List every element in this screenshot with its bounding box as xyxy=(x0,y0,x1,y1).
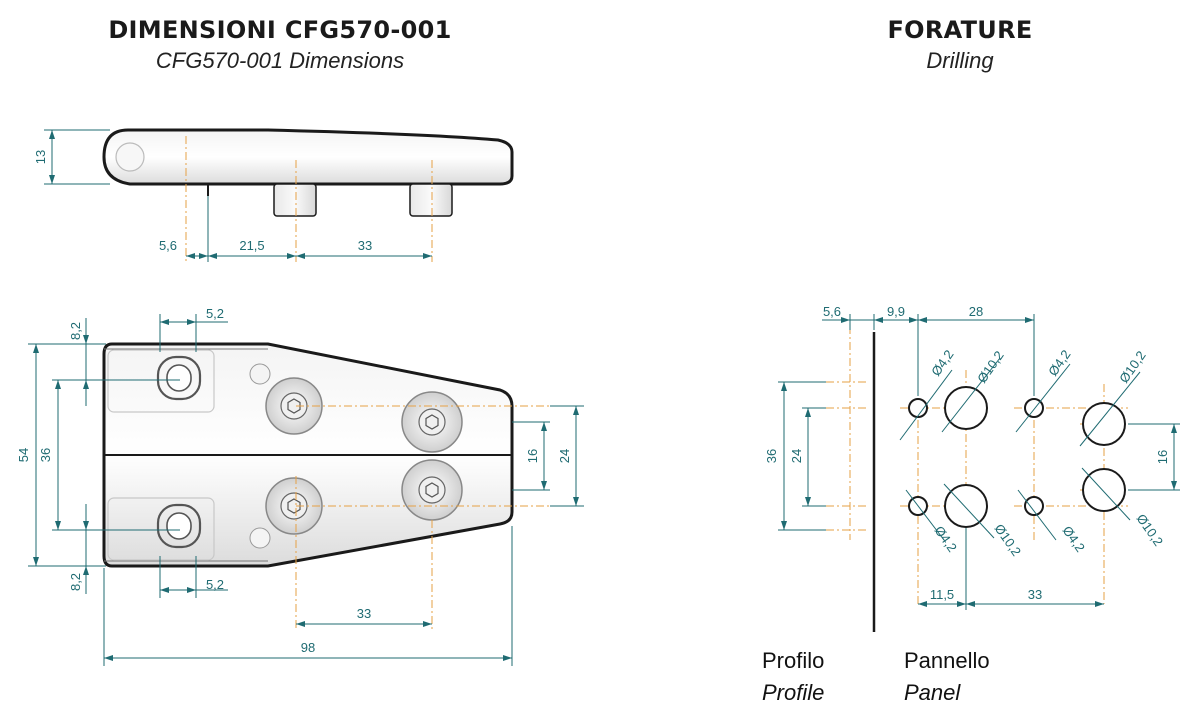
side-peg-right xyxy=(409,183,453,217)
dim-drill-bottom-33: 33 xyxy=(1028,587,1042,602)
profile-label: Profilo xyxy=(762,648,825,673)
panel-label: Pannello xyxy=(904,648,990,673)
dim-d102-d: Ø10,2 xyxy=(1134,511,1167,549)
dim-top-hole-span: 36 xyxy=(38,448,53,462)
dim-d102-a: Ø10,2 xyxy=(974,348,1007,386)
dim-d42-d: Ø4,2 xyxy=(1060,523,1088,555)
dim-drill-left-24: 24 xyxy=(789,449,804,463)
dim-slot-w-top: 5,2 xyxy=(206,306,224,321)
dimensions-title: DIMENSIONI CFG570-001 xyxy=(108,16,452,44)
drilling-title: FORATURE xyxy=(887,16,1033,44)
side-view: 13 5,6 21,5 33 xyxy=(33,128,514,262)
dim-d42-c: Ø4,2 xyxy=(932,523,960,555)
dim-d102-b: Ø10,2 xyxy=(1116,348,1149,386)
dim-top-slot: 8,2 xyxy=(68,322,83,340)
hole-large-3 xyxy=(944,484,988,528)
dim-d42-b: Ø4,2 xyxy=(1045,347,1073,379)
dim-d42-a: Ø4,2 xyxy=(928,347,956,379)
hole-large-1 xyxy=(944,386,988,430)
dim-top-bottom-33: 33 xyxy=(357,606,371,621)
dim-drill-top-99: 9,9 xyxy=(887,304,905,319)
hole-large-2 xyxy=(1082,402,1126,446)
dim-drill-right-16: 16 xyxy=(1155,450,1170,464)
dim-side-d1: 5,6 xyxy=(159,238,177,253)
side-knuckle xyxy=(115,142,145,172)
dim-side-height: 13 xyxy=(33,150,48,164)
dimensions-header: DIMENSIONI CFG570-001 CFG570-001 Dimensi… xyxy=(80,16,480,74)
slot-top xyxy=(107,349,215,413)
drilling-subtitle: Drilling xyxy=(926,48,994,73)
hole-large-4 xyxy=(1082,468,1126,512)
dim-side-d3: 33 xyxy=(358,238,372,253)
profile-label-en: Profile xyxy=(762,680,825,705)
dim-top-right-24: 24 xyxy=(557,449,572,463)
hole-small-1 xyxy=(908,398,928,418)
panel-label-en: Panel xyxy=(904,680,961,705)
drilling-header: FORATURE Drilling xyxy=(830,16,1090,74)
drilling-view: Ø4,2 Ø10,2 Ø4,2 Ø10,2 Ø4,2 Ø10,2 Ø4,2 Ø1… xyxy=(764,304,1180,632)
top-view: 54 36 8,2 8,2 5,2 5,2 xyxy=(16,306,584,666)
dim-top-right-16: 16 xyxy=(525,449,540,463)
dim-drill-left-36: 36 xyxy=(764,449,779,463)
slot-bottom xyxy=(107,497,215,561)
dim-drill-bottom-115: 11,5 xyxy=(930,587,954,602)
side-peg-left xyxy=(273,183,317,217)
dim-drill-top-56: 5,6 xyxy=(823,304,841,319)
dim-bottom-slot: 8,2 xyxy=(68,573,83,591)
dim-d102-c: Ø10,2 xyxy=(992,521,1025,559)
dimensions-subtitle: CFG570-001 Dimensions xyxy=(155,48,405,73)
dim-slot-w-bottom: 5,2 xyxy=(206,577,224,592)
dim-top-total-w: 98 xyxy=(301,640,315,655)
dim-top-total-h: 54 xyxy=(16,448,31,462)
side-body xyxy=(102,128,514,186)
hole-small-4 xyxy=(1024,496,1044,516)
dim-side-d2: 21,5 xyxy=(239,238,264,253)
dim-drill-top-28: 28 xyxy=(969,304,983,319)
